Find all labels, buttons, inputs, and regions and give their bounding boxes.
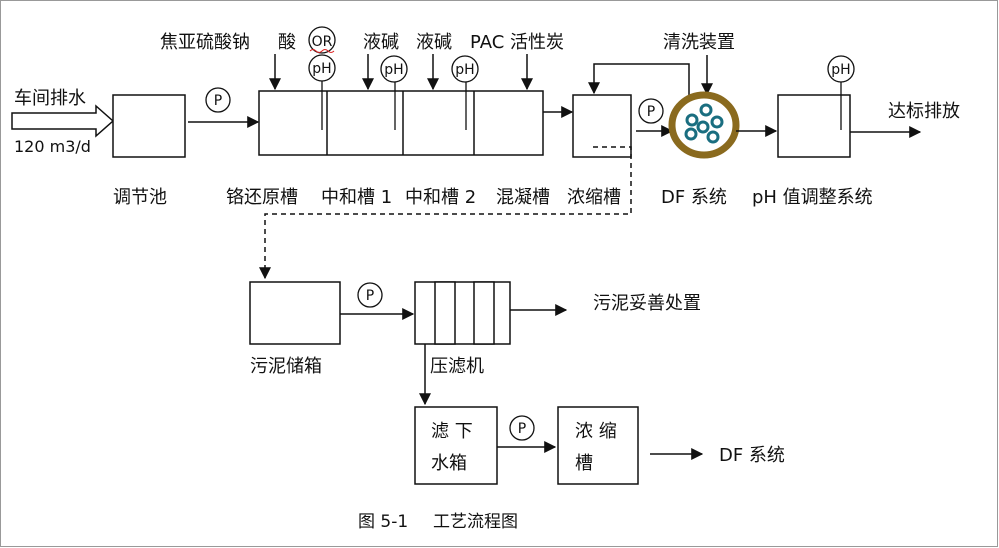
cleaning-device-label: 清洗装置 bbox=[663, 32, 735, 53]
orp-meter-label: OR bbox=[312, 34, 333, 50]
sludge-storage-label: 污泥储箱 bbox=[250, 356, 322, 377]
sludge-storage-box bbox=[249, 281, 341, 345]
pump-icon bbox=[357, 282, 383, 308]
recycle-arrow-df-to-thickening bbox=[588, 63, 690, 96]
filtrate-tank-box bbox=[414, 406, 498, 485]
treatment-train-box bbox=[258, 90, 544, 156]
orp-meter-icon bbox=[308, 26, 336, 54]
inflow-rate: 120 m3/d bbox=[14, 137, 91, 156]
pump-label: P bbox=[214, 93, 222, 109]
filtrate-tank-label-line2: 水箱 bbox=[431, 453, 467, 474]
chromium-reduction-tank-label: 铬还原槽 bbox=[226, 187, 298, 208]
pump-icon bbox=[509, 415, 535, 441]
pump-label: P bbox=[366, 288, 374, 304]
df-system-icon bbox=[668, 91, 740, 159]
filter-press-label: 压滤机 bbox=[430, 356, 484, 377]
reagent-alkali-1: 液碱 bbox=[363, 32, 399, 53]
reagent-sodium-metabisulfite: 焦亚硫酸钠 bbox=[160, 32, 250, 53]
equalization-tank-label: 调节池 bbox=[113, 187, 167, 208]
equalization-tank-box bbox=[112, 94, 186, 158]
caption-number: 图 5-1 bbox=[358, 512, 408, 532]
ph-meter-label: pH bbox=[312, 61, 331, 77]
reagent-acid: 酸 bbox=[278, 32, 296, 53]
filter-plate bbox=[473, 281, 495, 345]
df-membrane-icon bbox=[684, 103, 724, 144]
ph-meter-label: pH bbox=[384, 62, 403, 78]
pump-icon bbox=[638, 98, 664, 124]
ph-meter-label: pH bbox=[455, 62, 474, 78]
filter-plate bbox=[434, 281, 456, 345]
inflow-arrow-icon bbox=[11, 104, 115, 138]
to-df-label: DF 系统 bbox=[719, 445, 785, 466]
pump-icon bbox=[205, 87, 231, 113]
discharge-label: 达标排放 bbox=[888, 101, 960, 122]
reagent-alkali-2: 液碱 bbox=[416, 32, 452, 53]
sludge-disposal-label: 污泥妥善处置 bbox=[593, 293, 701, 314]
thickening-tank-2-label-line2: 槽 bbox=[575, 453, 593, 474]
sludge-flow-dashed-arrow bbox=[259, 146, 632, 280]
orp-underline bbox=[309, 49, 335, 53]
pump-label: P bbox=[647, 104, 655, 120]
reagent-pac-carbon: PAC 活性炭 bbox=[470, 32, 564, 53]
ph-meter-icon bbox=[451, 55, 479, 83]
ph-adjust-system-label: pH 值调整系统 bbox=[752, 187, 873, 208]
ph-meter-icon bbox=[308, 54, 336, 82]
inflow-label: 车间排水 bbox=[14, 88, 86, 109]
neutralization-tank-2-label: 中和槽 2 bbox=[405, 187, 476, 208]
thickening-tank-label: 浓缩槽 bbox=[567, 187, 621, 208]
ph-meter-label: pH bbox=[831, 62, 850, 78]
ph-adjust-box bbox=[777, 94, 851, 158]
ph-meter-icon bbox=[380, 55, 408, 83]
neutralization-tank-1-label: 中和槽 1 bbox=[321, 187, 392, 208]
df-system-label: DF 系统 bbox=[661, 187, 727, 208]
filter-press-box bbox=[414, 281, 511, 345]
thickening-tank-2-label-line1: 浓 缩 bbox=[575, 421, 617, 442]
ph-meter-icon bbox=[827, 55, 855, 83]
thickening-tank-2-box bbox=[557, 406, 639, 485]
coagulation-tank-label: 混凝槽 bbox=[496, 187, 550, 208]
caption-title: 工艺流程图 bbox=[433, 512, 518, 532]
pump-label: P bbox=[518, 421, 526, 437]
filtrate-tank-label-line1: 滤 下 bbox=[431, 421, 473, 442]
